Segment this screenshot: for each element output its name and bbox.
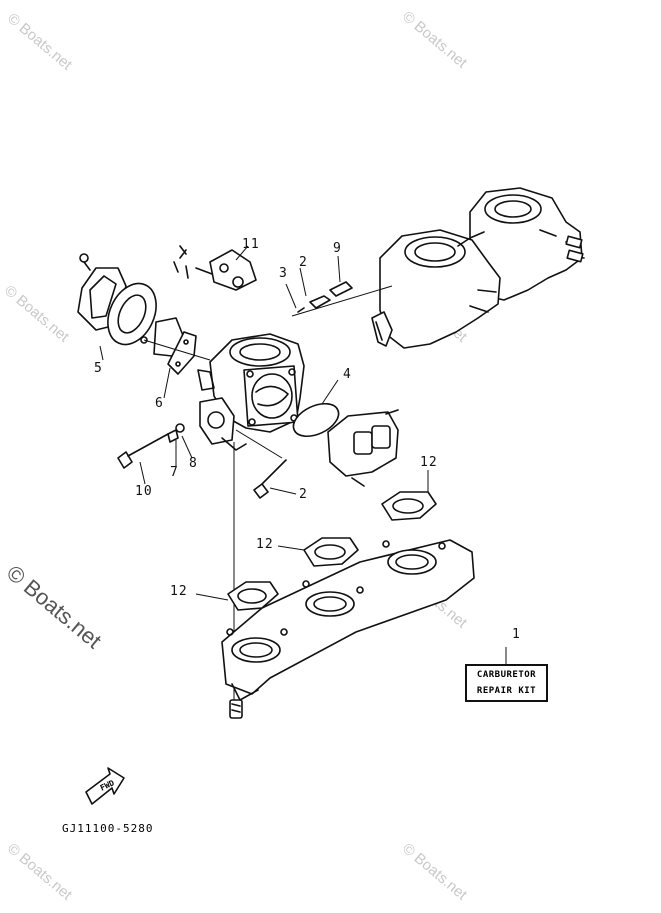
callout-7: 7 [170, 465, 179, 480]
intake-manifold [221, 539, 475, 701]
leader-lines [99, 245, 507, 664]
diaphragm [107, 282, 157, 346]
throttle-cover [292, 402, 399, 487]
gasket-right [381, 491, 437, 521]
middle-carburetor [371, 229, 501, 349]
linkage-parts [173, 245, 257, 291]
idle-screw [253, 459, 287, 499]
pump-gasket [167, 331, 197, 375]
pilot-screws [291, 281, 393, 317]
main-jet-assembly [117, 423, 185, 469]
kit-label-line2: REPAIR KIT [476, 686, 537, 696]
gasket-lower [227, 581, 279, 611]
fwd-arrow-icon [85, 767, 125, 805]
gasket-middle [303, 537, 359, 567]
rear-carburetor [469, 187, 585, 301]
callout-2-upper: 2 [299, 255, 308, 270]
callout-4: 4 [343, 367, 352, 382]
callout-12-middle: 12 [256, 537, 274, 552]
callout-12-right: 12 [420, 455, 438, 470]
front-carburetor [197, 333, 305, 451]
callout-2-lower: 2 [299, 487, 308, 502]
callout-8: 8 [189, 456, 198, 471]
callout-10: 10 [135, 484, 153, 499]
manifold-bolt [229, 699, 243, 719]
callout-12-lower: 12 [170, 584, 188, 599]
callout-3: 3 [279, 266, 288, 281]
callout-9: 9 [333, 241, 342, 256]
carburetor-repair-kit-box: CARBURETOR REPAIR KIT [465, 664, 548, 702]
callout-5: 5 [94, 361, 103, 376]
callout-6: 6 [155, 396, 164, 411]
callout-11: 11 [242, 237, 260, 252]
callout-1: 1 [512, 627, 521, 642]
kit-label-line1: CARBURETOR [476, 670, 537, 680]
diagram-code: GJ11100-5280 [62, 822, 154, 835]
